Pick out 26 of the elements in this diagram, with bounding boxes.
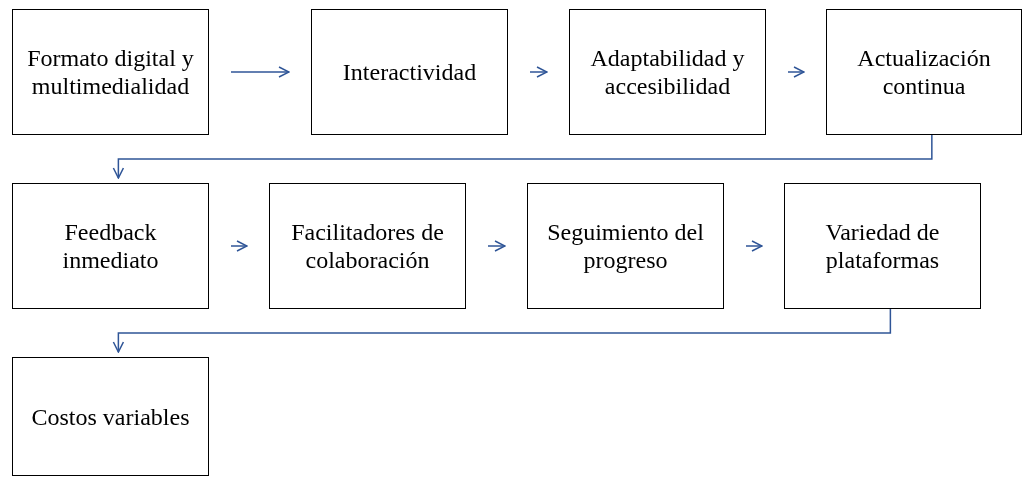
process-box — [311, 9, 508, 135]
box-label: Adaptabilidad y accesibilidad — [589, 44, 746, 100]
box-label: Variedad de plataformas — [824, 218, 941, 274]
process-box — [527, 183, 724, 309]
process-box — [12, 9, 209, 135]
arrow — [230, 240, 248, 252]
arrow — [529, 66, 548, 78]
box-label: Interactividad — [342, 58, 477, 86]
process-box — [826, 9, 1022, 135]
arrow — [112, 134, 933, 179]
box-label: Costos variables — [31, 402, 190, 431]
process-box — [12, 183, 209, 309]
arrow — [487, 240, 506, 252]
arrow — [112, 308, 892, 353]
box-label: Actualización continua — [856, 44, 992, 100]
arrow — [230, 66, 290, 78]
process-box — [269, 183, 466, 309]
arrow — [745, 240, 763, 252]
box-label: Formato digital y multimedialidad — [26, 44, 195, 100]
process-box — [569, 9, 766, 135]
box-label: Seguimiento del progreso — [546, 218, 705, 274]
process-box — [12, 357, 209, 476]
arrow — [787, 66, 805, 78]
box-label: Facilitadores de colaboración — [290, 218, 445, 274]
process-box — [784, 183, 981, 309]
box-label: Feedback inmediato — [61, 218, 160, 274]
